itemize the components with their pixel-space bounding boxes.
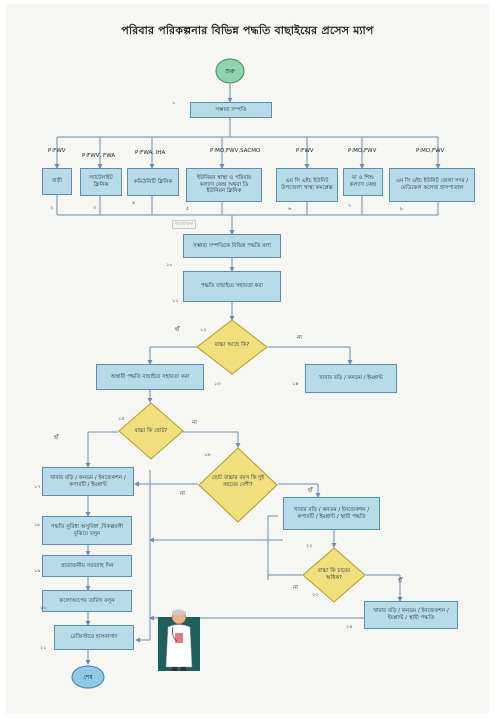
role-label: P:MO,FWV (348, 148, 377, 154)
service-point-union-center: ইউনিয়ন স্বাস্থ্য ও পরিবার কল্যাণ কেন্দ্… (186, 168, 262, 202)
doctor-illustration (158, 609, 200, 671)
no-label: না (297, 335, 302, 341)
decision-has-child-label: বাচ্চা আছে কি? (214, 342, 250, 348)
service-point-home: বাড়ী (42, 168, 72, 195)
step-number: ১৮ (34, 522, 41, 528)
step-number: ১৬ (204, 452, 211, 458)
update-register-box: রেজিস্টারে হালনাগাদ (54, 625, 134, 650)
pill-condom-injection-box: খাবার বড়ি / কনডম / ইনজেকশন / কপারটি / ই… (42, 467, 134, 496)
step-number: ২ (50, 205, 54, 211)
temporary-method-box: অস্থায়ী পদ্ধতি বাছাইয়ে সহায়তা করা (96, 364, 204, 390)
decision-has-child (196, 319, 268, 375)
service-point-mcwc: মা ও শিশু কল্যাণ কেন্দ্র (343, 168, 383, 196)
step-number: ৮ (400, 206, 404, 212)
explain-pros-cons-box: পদ্ধতি সুবিধা অসুবিধা ,বিকল্পবলী বুঝিয়ে… (42, 516, 132, 545)
help-select-method-box: পদ্ধতি বাছাইয়ে সহায়তা করা (183, 271, 281, 302)
decision-more-than-four (302, 547, 366, 603)
role-label: P:FWV (296, 148, 314, 154)
pill-condom-permanent-box: খাবার বড়ি / কনডম / ইনজেকশন / ইমপ্লান্ট … (364, 601, 458, 629)
diagram-title: পরিবার পরিকল্পনার বিভিন্ন পদ্ধতি বাছাইয়… (121, 24, 374, 37)
step-number: ১৪ (292, 381, 299, 387)
no-label: না (293, 585, 298, 591)
explain-methods-box: সম্ভাব্য দম্পতিকে বিভিন্ন পদ্ধতি বলা (183, 234, 281, 258)
step-number: ১৭ (34, 484, 41, 490)
start-terminal (215, 58, 245, 84)
role-label: P:FWV (48, 148, 66, 154)
yes-label: হাঁ (54, 435, 59, 441)
step-number: ১ (172, 100, 176, 106)
step-number: ১৯ (34, 568, 41, 574)
yes-label: হাঁ (175, 327, 180, 333)
role-label: P:FWA, IHA (135, 150, 166, 156)
service-point-satellite-clinic: স্যাটেলাইট ক্লিনিক (80, 168, 122, 196)
step-number: ৪ (132, 200, 136, 206)
step-number: ১০ (166, 262, 173, 268)
decision-child-small-label: বাচ্চা কি ছোট? (134, 428, 168, 434)
step-number: ২৪ (346, 624, 353, 630)
end-terminal (71, 665, 105, 689)
provide-supply-box: প্রয়োজনীয় সরবরাহ দিন (42, 555, 132, 577)
start-label: শুরু (225, 68, 235, 75)
service-point-district-hospital: এম সি এইচ ইউনিট জেলা সদর / মেডিকেল কলেজ … (389, 168, 475, 202)
faint-note: আলোচনা (172, 220, 197, 229)
role-label: P:FWV, FWA (82, 153, 116, 159)
step-number: ২৩ (312, 592, 319, 598)
service-point-community-clinic: কমিউনিটি ক্লিনিক (127, 168, 179, 196)
step-number: ৬ (288, 206, 292, 212)
step-number: ২০ (40, 605, 47, 611)
end-label: শেষ (83, 674, 93, 681)
step-number: ২১ (40, 645, 47, 651)
service-point-upazila-complex: এম সি এইচ ইউনিট উপজেলা স্বাস্থ্য কমপ্লেক… (276, 168, 338, 202)
role-label: P:MO,FWV (416, 148, 445, 154)
all-methods-box: খাবার বড়ি / কনডম / ইনজেকশন / কপারটি / ই… (283, 497, 380, 530)
role-label: P:MO,FWV,SACMO (210, 148, 261, 154)
yes-label: হাঁ (308, 488, 313, 494)
decision-child-age-label: ছোট বাচ্চার বয়স কি দুই বছরের বেশী? (212, 475, 264, 488)
step-number: ১২ (200, 327, 207, 333)
step-number: ৩ (93, 205, 97, 211)
decision-child-age (198, 447, 278, 523)
step-number: ২২ (306, 543, 313, 549)
no-label: না (180, 491, 185, 497)
step-number: ৫ (186, 206, 190, 212)
step-number: ৭ (348, 203, 352, 209)
decision-child-small (118, 402, 184, 460)
step-number: ১১ (172, 298, 179, 304)
no-label: না (192, 420, 197, 426)
step-number: ১৩ (214, 381, 221, 387)
eligible-couple-box: সম্ভাব্য দম্পতি (190, 102, 272, 118)
followup-date-box: ফলোআপের তারিখ বলুন (42, 590, 132, 612)
yes-label: হাঁ (398, 578, 403, 584)
decision-more-than-four-label: বাচ্চা কি চারের অধিক? (317, 568, 351, 581)
pill-condom-implant-box: খাবার বড়ি / কনডম / ইমপ্লান্ট (305, 364, 397, 393)
step-number: ১৫ (118, 416, 125, 422)
